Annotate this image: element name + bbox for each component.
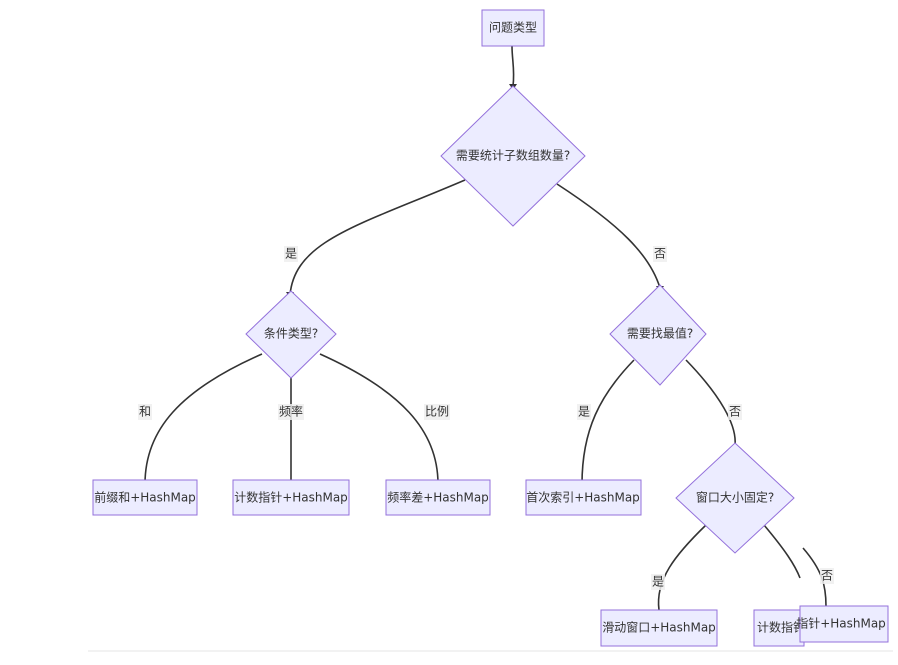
edge-label-frequency: 频率 <box>279 404 303 419</box>
edge-label-bg <box>577 404 591 420</box>
node-pointer-hashmap-overlay <box>799 605 889 643</box>
edge-label-bg <box>820 568 834 584</box>
edge-window-to-sliding <box>657 524 707 611</box>
label-condition-type: 条件类型? <box>264 327 318 341</box>
edge-label-yes-1: 是 <box>285 247 297 261</box>
node-need-find-extreme <box>609 284 707 386</box>
node-condition-type <box>245 290 337 379</box>
edge-label-bg <box>651 574 665 590</box>
edge-count-to-condition <box>289 179 466 296</box>
edge-label-no-2: 否 <box>729 405 741 419</box>
diamond-nodes <box>245 85 795 554</box>
edge-label-bg <box>138 404 152 420</box>
label-problem-type: 问题类型 <box>489 21 537 35</box>
node-sliding-window-hashmap <box>600 609 718 647</box>
edge-labels: 是 否 和 频率 比例 是 否 是 否 <box>138 246 834 590</box>
node-first-index-hashmap <box>525 479 642 516</box>
edge-label-no-3: 否 <box>821 569 833 583</box>
node-count-pointer-partial <box>753 609 805 647</box>
edge-label-bg <box>278 404 304 420</box>
edge-label-ratio: 比例 <box>425 405 449 419</box>
node-freq-diff-hashmap <box>385 479 491 516</box>
label-prefix-sum-hashmap: 前缀和+HashMap <box>94 490 196 505</box>
edge-problem-to-count <box>511 45 515 87</box>
edge-label-bg <box>284 246 298 262</box>
edge-label-bg <box>424 404 450 420</box>
node-window-size-fixed <box>675 442 795 554</box>
rect-nodes <box>92 9 889 647</box>
edge-condition-to-prefix <box>144 353 263 485</box>
edge-label-no-1: 否 <box>654 247 666 261</box>
label-count-pointer-hashmap: 计数指针+HashMap <box>234 490 348 505</box>
edges <box>144 45 827 611</box>
node-need-count-subarrays <box>440 85 586 227</box>
edge-window-to-countptr2 <box>763 524 801 579</box>
arrowheads <box>286 84 664 298</box>
edge-label-bg <box>728 404 742 420</box>
node-problem-type <box>481 9 545 47</box>
edge-extreme-to-firstindex <box>581 359 635 485</box>
label-first-index-hashmap: 首次索引+HashMap <box>526 491 640 505</box>
edge-label-bg <box>653 246 667 262</box>
node-count-pointer-hashmap <box>232 479 350 516</box>
label-window-size-fixed: 窗口大小固定? <box>696 490 774 505</box>
label-count-pointer-partial: 计数指针 <box>757 620 805 635</box>
edge-extreme-to-window <box>685 359 736 446</box>
label-need-find-extreme: 需要找最值? <box>627 326 693 341</box>
edge-label-yes-2: 是 <box>578 405 590 419</box>
label-sliding-window-hashmap: 滑动窗口+HashMap <box>602 621 716 635</box>
node-prefix-sum-hashmap <box>92 479 198 516</box>
label-freq-diff-hashmap: 频率差+HashMap <box>387 490 489 505</box>
label-pointer-hashmap-partial: 指针+HashMap <box>796 616 886 631</box>
edge-condition-to-freqdiff <box>319 353 439 485</box>
edge-label-sum: 和 <box>139 405 151 419</box>
edge-label-yes-3: 是 <box>652 575 664 589</box>
node-labels: 问题类型 需要统计子数组数量? 条件类型? 需要找最值? 前缀和+HashMap… <box>94 21 805 635</box>
edge-count-to-extreme <box>556 183 661 289</box>
label-need-count-subarrays: 需要统计子数组数量? <box>456 148 570 163</box>
